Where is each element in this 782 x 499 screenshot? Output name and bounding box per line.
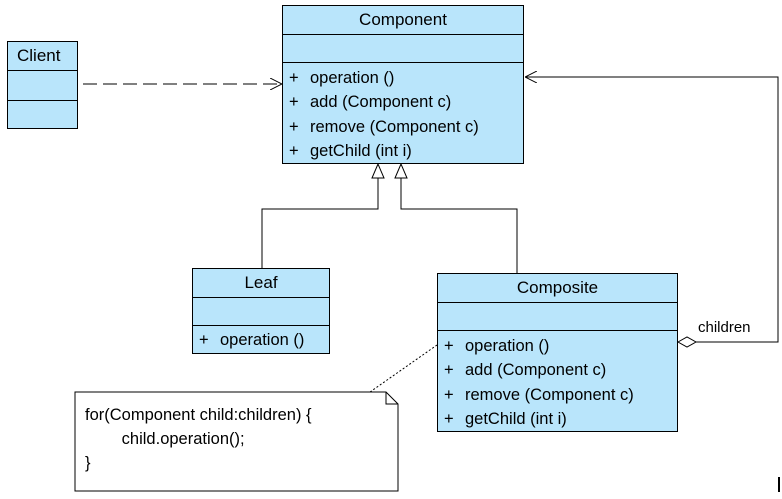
leaf-attributes [193,298,329,326]
client-class-name: Client [8,42,77,71]
note-line-1: for(Component child:children) { [85,406,312,424]
note-fold [385,392,398,405]
leaf-operations: +operation () [193,326,329,352]
leaf-class-name: Leaf [193,269,329,298]
note-line-3: } [85,454,91,472]
component-class-name: Component [283,6,523,35]
composite-class: Composite +operation () +add (Component … [437,273,678,432]
note-line-2: child.operation(); [85,430,245,448]
composite-class-name: Composite [438,274,677,303]
composite-op-remove: +remove (Component c) [444,385,634,404]
note: for(Component child:children) { child.op… [75,392,398,491]
composite-op-operation: +operation () [444,337,550,355]
composite-generalization-arrowhead [394,162,408,179]
leaf-class: Leaf +operation () [192,268,330,354]
component-op-operation: +operation () [289,69,395,87]
leaf-generalization-arrowhead [371,162,385,179]
leaf-op-operation: +operation () [199,331,305,349]
component-op-remove: +remove (Component c) [289,117,479,136]
client-class: Client [7,41,78,129]
leaf-generalization-line [261,178,379,268]
component-class: Component +operation () +add (Component … [282,5,524,164]
component-op-add: +add (Component c) [289,93,452,112]
component-operations: +operation () +add (Component c) +remove… [283,63,523,163]
composite-operations: +operation () +add (Component c) +remove… [438,331,677,431]
children-aggregation-line [525,77,779,343]
composite-generalization-line [400,178,518,273]
note-shape [74,391,399,492]
children-role-label: children [698,319,751,336]
aggregation-diamond [676,336,698,348]
component-op-getchild: +getChild (int i) [289,141,412,160]
composite-op-add: +add (Component c) [444,361,607,380]
composite-attributes [438,303,677,331]
client-attributes [8,71,77,101]
component-attributes [283,35,523,63]
note-anchor-line [369,344,438,393]
composite-op-getchild: +getChild (int i) [444,409,567,428]
